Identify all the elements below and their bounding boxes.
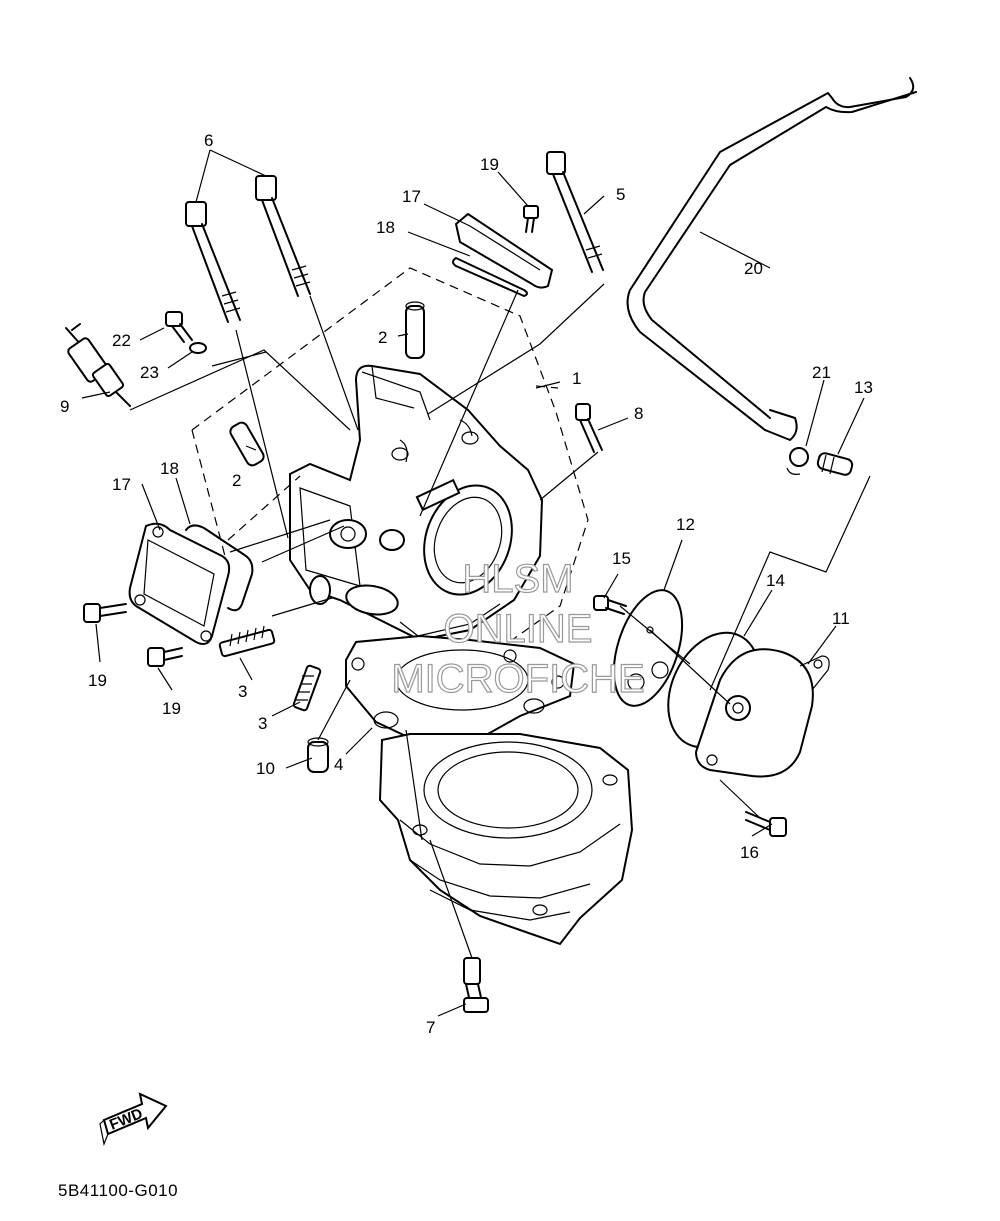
callout-19a: 19 <box>480 155 499 174</box>
assembly-outlines <box>191 267 589 641</box>
callout-19b: 19 <box>88 671 107 690</box>
callout-18b: 18 <box>160 459 179 478</box>
leader-lines <box>81 149 871 1017</box>
dowel-pin-2b <box>229 421 265 467</box>
callout-17a: 17 <box>402 187 421 206</box>
bolt-7 <box>463 957 489 1013</box>
head-gasket <box>345 634 576 758</box>
callout-21: 21 <box>812 363 831 382</box>
breather-cover <box>694 648 830 778</box>
callout-8: 8 <box>634 404 643 423</box>
tappet-cover-left <box>128 522 231 645</box>
callout-5: 5 <box>616 185 625 204</box>
callout-1: 1 <box>572 369 581 388</box>
callout-9: 9 <box>60 397 69 416</box>
callout-13: 13 <box>854 378 873 397</box>
callout-12: 12 <box>676 515 695 534</box>
bolt-19-left-b <box>147 647 183 667</box>
hose-fitting <box>816 452 854 476</box>
callout-7: 7 <box>426 1018 435 1037</box>
callout-16: 16 <box>740 843 759 862</box>
tappet-cover-upper <box>454 212 554 289</box>
callout-18a: 18 <box>376 218 395 237</box>
o-ring-left <box>185 524 254 612</box>
catalog-number: 5B41100-G010 <box>58 1181 178 1200</box>
callout-19c: 19 <box>162 699 181 718</box>
callout-11: 11 <box>832 609 850 628</box>
bolt-8 <box>575 403 603 453</box>
callout-10: 10 <box>256 759 275 778</box>
dowel-pin-2a <box>405 301 425 359</box>
callout-22: 22 <box>112 331 131 350</box>
callout-labels: 1 2 2 3 3 4 5 6 7 8 9 10 11 12 13 14 15 … <box>60 131 873 1037</box>
callout-23: 23 <box>140 363 159 382</box>
bolt-16 <box>745 811 787 837</box>
bolt-19-left-a <box>83 603 127 623</box>
dowel-pin-10 <box>307 737 329 773</box>
callout-20: 20 <box>744 259 763 278</box>
bolt-15 <box>593 595 627 615</box>
bolt-19-upper <box>523 205 539 233</box>
watermark-line-3: MICROFICHE <box>391 657 644 701</box>
cylinder-head-bolt-6a <box>185 201 241 323</box>
stud-bolt-3b <box>292 664 322 712</box>
cylinder-head-bolt-5 <box>546 151 604 273</box>
breather-plate <box>612 589 684 707</box>
callout-6: 6 <box>204 131 213 150</box>
watermark-line-1: HLSM <box>462 557 573 601</box>
breather-hose <box>626 77 917 441</box>
callout-4: 4 <box>334 755 343 774</box>
callout-3a: 3 <box>238 682 247 701</box>
callout-17b: 17 <box>112 475 131 494</box>
hose-clip <box>786 447 809 475</box>
washer-23 <box>189 342 207 354</box>
callout-2b: 2 <box>232 471 241 490</box>
watermark: HLSM ONLINE MICROFICHE <box>391 556 646 701</box>
cylinder-head <box>289 364 544 642</box>
cylinder <box>378 733 634 946</box>
bolt-22 <box>165 311 193 343</box>
cylinder-head-bolt-6b <box>255 175 311 297</box>
spark-plug <box>65 323 131 407</box>
forward-arrow: FWD <box>99 1092 168 1147</box>
callout-15: 15 <box>612 549 631 568</box>
callout-2a: 2 <box>378 328 387 347</box>
callout-14: 14 <box>766 571 785 590</box>
o-ring-upper <box>452 257 528 297</box>
stud-bolt-3a <box>218 625 276 658</box>
callout-3b: 3 <box>258 714 267 733</box>
watermark-line-2: ONLINE <box>444 607 593 651</box>
fwd-label: FWD <box>107 1105 145 1134</box>
